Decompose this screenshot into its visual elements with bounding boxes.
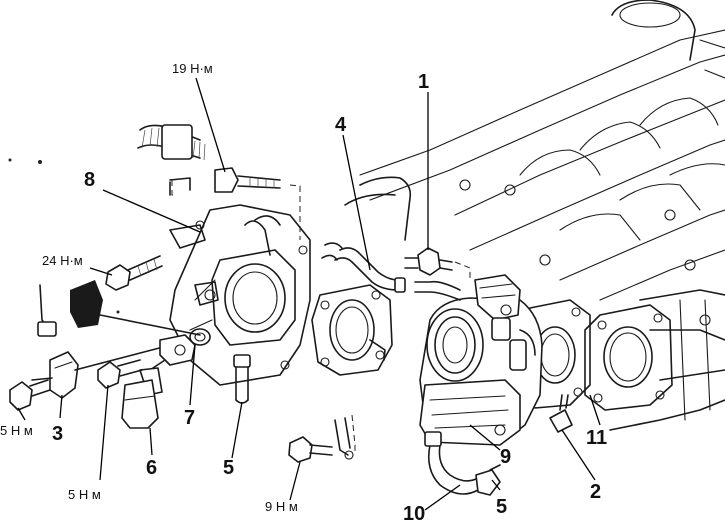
intake-manifold: [344, 0, 725, 431]
hose-upper-left: [137, 124, 206, 196]
callout-11: 11: [586, 427, 608, 449]
leader-24nm: [89, 267, 113, 276]
flange-gasket: [311, 284, 393, 376]
torque-5nm-bottom: 5 Н м: [68, 487, 101, 502]
torque-24nm: 24 Н·м: [42, 253, 83, 268]
torque-5nm-left: 5 Н м: [0, 423, 33, 438]
manifold-flange-gasket: [584, 304, 673, 411]
hose-4: [321, 242, 406, 293]
callout-7: 7: [184, 407, 196, 429]
leader-3: [59, 394, 63, 419]
sensor-3: [9, 339, 191, 411]
torque-9nm: 9 Н м: [265, 499, 298, 514]
leader-5-middle: [231, 401, 243, 459]
leader-11: [589, 394, 601, 426]
hose-10: [424, 431, 501, 496]
clip-2: [549, 394, 573, 433]
leader-9nm: [289, 461, 301, 501]
leader-5-right: [491, 479, 501, 491]
callout-5-middle: 5: [223, 457, 235, 479]
bolt-24nm: [105, 255, 163, 291]
sensor-connector: [37, 280, 201, 337]
callout-2: 2: [590, 481, 602, 503]
callout-10: 10: [403, 503, 426, 525]
leader-4: [342, 134, 371, 271]
torque-19nm: 19 Н·м: [172, 61, 213, 76]
leader-2: [561, 429, 596, 481]
callout-9: 9: [500, 446, 512, 468]
valve-6: [97, 334, 196, 429]
callout-8: 8: [84, 169, 96, 191]
throttle-body: [414, 274, 543, 446]
callout-3: 3: [52, 423, 64, 445]
bolt-9nm: [288, 414, 356, 463]
callout-6: 6: [146, 457, 158, 479]
leader-8: [102, 189, 201, 233]
leader-10: [424, 484, 461, 511]
callout-5-right: 5: [496, 496, 508, 518]
leader-5nm-bottom: [99, 384, 109, 481]
leader-19nm: [195, 77, 226, 173]
callout-4: 4: [335, 114, 347, 136]
leader-5nm-left: [17, 407, 26, 421]
callout-1: 1: [418, 71, 430, 93]
hose-5-middle: [233, 354, 251, 404]
leader-lines: [17, 77, 601, 511]
bolt-19nm: [171, 167, 301, 240]
leader-7: [189, 344, 196, 406]
hose-fitting-1: [404, 247, 471, 278]
leader-6: [149, 427, 153, 456]
leader-9: [469, 424, 501, 451]
o-ring-7: [189, 328, 211, 346]
